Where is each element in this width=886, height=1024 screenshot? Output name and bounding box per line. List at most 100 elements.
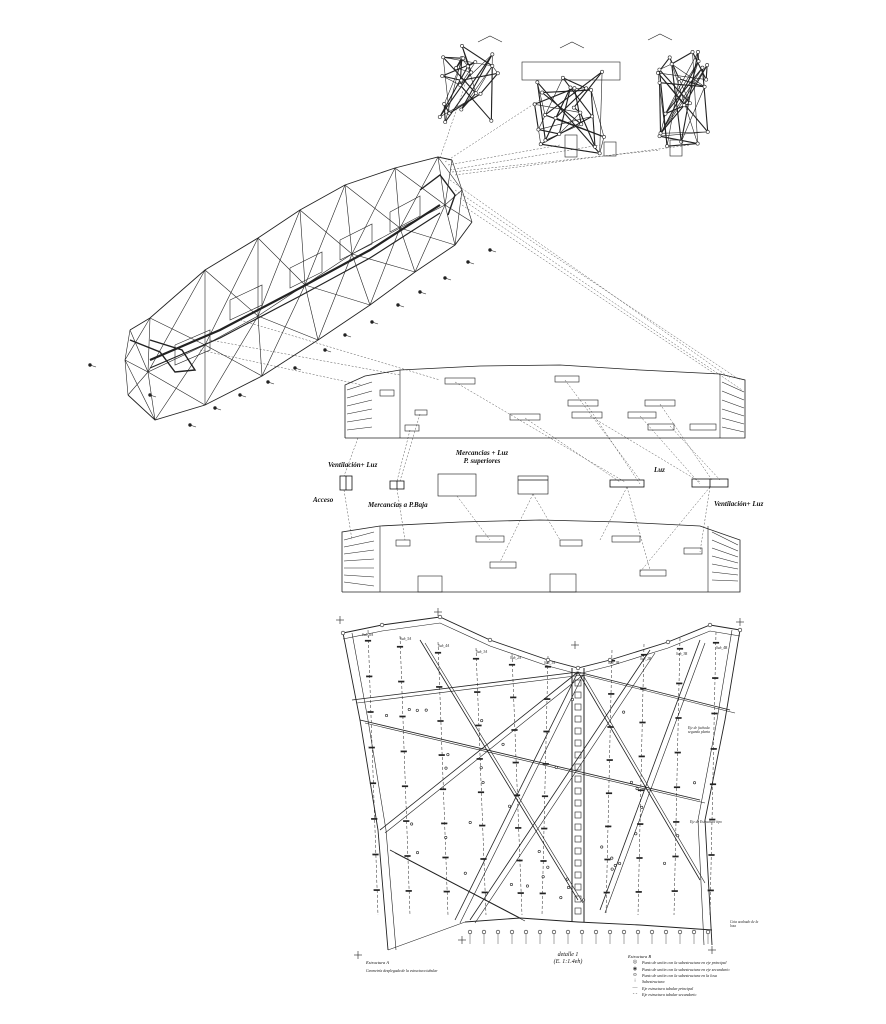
plan-bottom-joint xyxy=(481,929,487,935)
axo-brace xyxy=(304,284,371,306)
detail-a-joint xyxy=(443,120,448,124)
detail-b-member xyxy=(538,77,564,130)
leader-line xyxy=(456,495,491,541)
plan-bottom-joint xyxy=(663,929,669,935)
detail-c-joint xyxy=(700,65,705,70)
plan-subframe-tag xyxy=(709,783,717,786)
legend-text: Punto de unión con la subestructura en e… xyxy=(642,960,727,966)
plan-subframe-tag xyxy=(673,821,680,823)
secondary-axis-icon: - - xyxy=(632,992,638,998)
elevation-window xyxy=(395,539,411,547)
detail-c-joint xyxy=(656,70,660,75)
main-axis-icon: — xyxy=(632,985,638,991)
axo-ground-tick xyxy=(344,334,352,338)
plan-subframe-tag xyxy=(635,891,642,893)
plan-subframe-tag xyxy=(480,858,487,860)
plan-joint xyxy=(546,865,550,869)
leader-line xyxy=(449,144,601,171)
detail-b-joint xyxy=(597,151,602,156)
plan-top-joint xyxy=(340,630,346,636)
legend-row: ⊙Punto de unión con la subestructura en … xyxy=(628,973,828,979)
axo-ground-tick xyxy=(467,261,475,265)
detail-b-joint xyxy=(532,102,537,107)
detail-b-joint xyxy=(535,80,540,85)
plan-joint xyxy=(509,882,513,886)
plan-spine-node xyxy=(574,715,582,723)
plan-subframe-tag xyxy=(439,788,447,791)
elevation-end-brace xyxy=(711,571,739,576)
plan-top-joint xyxy=(707,622,713,628)
axo-inner-box xyxy=(229,284,263,321)
caption-geometria: Geometría desplegada de la estructura tu… xyxy=(366,969,438,973)
detail-b-member xyxy=(555,117,605,138)
plan-joint xyxy=(480,719,484,723)
plan-subframe-tag xyxy=(543,730,550,733)
detail-c-member xyxy=(683,61,699,106)
plan-joint xyxy=(541,875,545,879)
plan-joint xyxy=(565,877,569,881)
plan-subframe-tag xyxy=(712,641,720,644)
axo-brace xyxy=(454,189,463,246)
detail-a-joint xyxy=(473,91,478,96)
plan-subframe-tag xyxy=(637,789,645,792)
plan-subframe-tag xyxy=(434,651,442,654)
plan-subframe xyxy=(673,637,681,916)
legend-text: Eje estructura tubular secundario xyxy=(642,992,697,998)
leader-line xyxy=(639,415,701,485)
joint-main-icon: ◎ xyxy=(632,960,638,966)
plan-left-edge xyxy=(342,632,389,951)
substructure-icon: ⁝ xyxy=(634,979,636,985)
elevation-window xyxy=(627,411,657,419)
legend-text: Punto de unión con la subestructura en e… xyxy=(642,966,730,972)
elevation-end-brace xyxy=(346,408,373,415)
plan-top-joint xyxy=(487,637,493,643)
plan-subframe-tag xyxy=(605,792,613,795)
node-details xyxy=(437,33,710,158)
elevation-outline xyxy=(344,364,746,439)
plan-diagonal-inner xyxy=(582,674,706,884)
detail-c-joint xyxy=(663,111,668,116)
plan-subframe-tag xyxy=(368,746,375,749)
elevation-end-brace xyxy=(343,531,375,541)
detail-c-joint xyxy=(665,144,669,149)
plan-subframe-tag xyxy=(477,791,485,794)
leader-line xyxy=(669,425,721,481)
detail-c-joint xyxy=(705,63,710,67)
plan-subframe-tag xyxy=(364,639,372,642)
axo-brace xyxy=(399,227,456,246)
plan-subframe-tag xyxy=(711,712,718,715)
plan-bottom-joint xyxy=(467,929,473,935)
detail-c-member xyxy=(664,67,703,115)
axo-brace xyxy=(127,371,149,396)
axo-brace xyxy=(147,269,206,373)
plan-joint xyxy=(385,714,389,718)
detail-a-member xyxy=(456,67,472,73)
axo-ground-tick xyxy=(489,249,497,253)
detail-b-member xyxy=(599,136,605,154)
north-arrow-icon xyxy=(647,33,673,41)
plan-subframe-tag xyxy=(401,785,409,788)
plan-spine-node xyxy=(574,775,582,783)
plan-spine-node xyxy=(574,835,582,843)
axo-ground-tick xyxy=(189,424,197,428)
detail-a-member xyxy=(490,65,493,121)
plan-diagonal-inner xyxy=(394,852,526,922)
plan-spine-node xyxy=(574,727,582,735)
detail-a-joint xyxy=(440,74,445,78)
axo-ground-tick xyxy=(324,349,332,353)
plan-subframe xyxy=(475,647,487,916)
plan-subframe-tag xyxy=(639,721,646,724)
detail-b-joint xyxy=(584,86,589,91)
plan-subframe-tag xyxy=(707,889,714,892)
detail-a-joint xyxy=(459,78,464,83)
detail-b-joint xyxy=(600,69,604,74)
detail-a-joint xyxy=(459,107,464,112)
leader-line xyxy=(639,486,711,573)
elevation-window xyxy=(554,375,580,383)
caption-detalle-line2: (E. 1:1.4eh) xyxy=(553,959,583,965)
detail-b-member xyxy=(590,90,596,147)
detail-b-joint xyxy=(536,127,541,132)
plan-bottom-joint xyxy=(523,929,529,935)
plan-subframe-tag xyxy=(396,645,404,648)
plan-bottom-joint xyxy=(691,929,697,935)
